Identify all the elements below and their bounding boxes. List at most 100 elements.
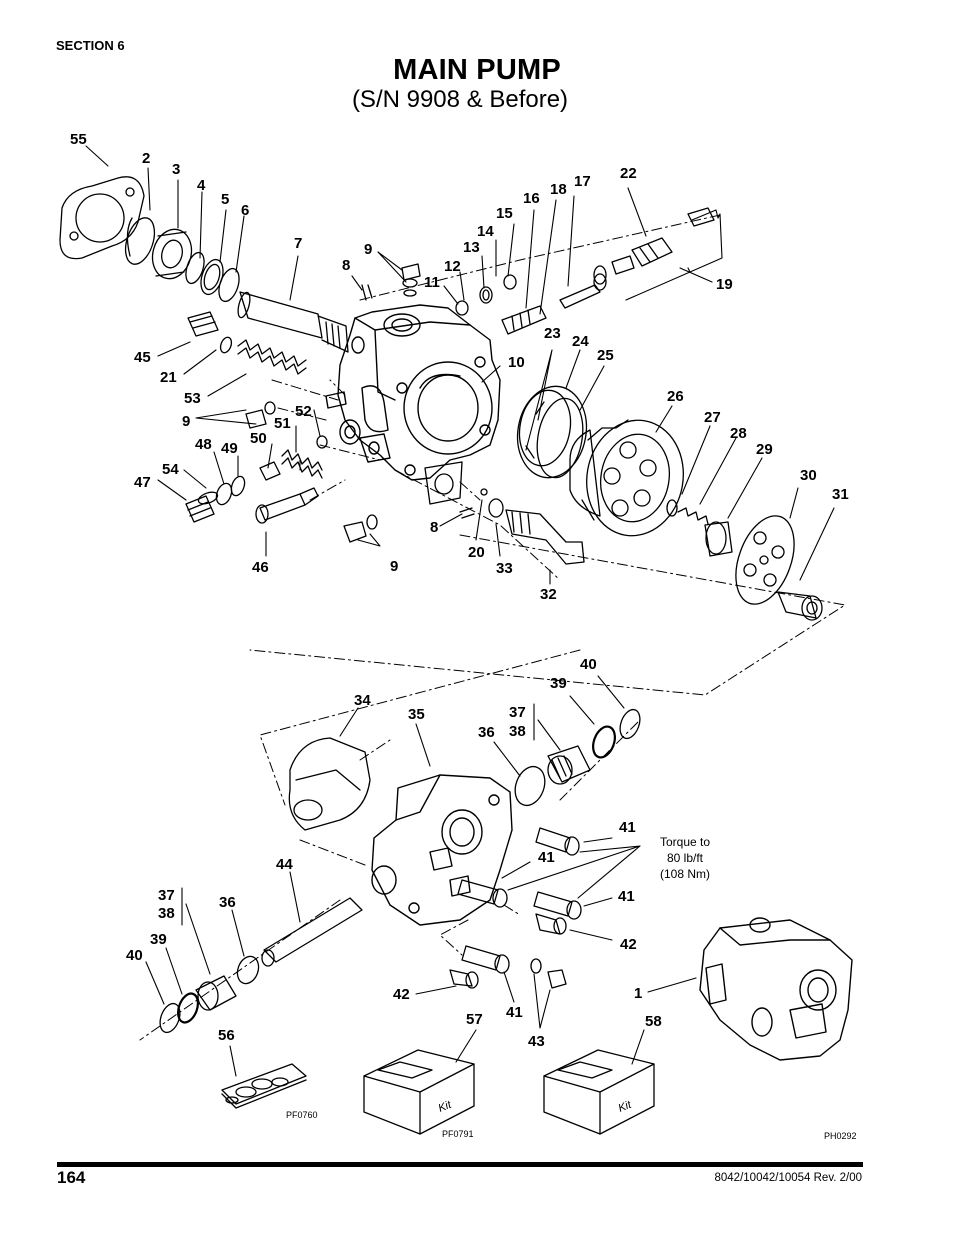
callout-47: 47 (134, 474, 151, 491)
bearing-lower (195, 975, 237, 1011)
callout-36-lower: 36 (219, 894, 236, 911)
callout-31: 31 (832, 486, 849, 503)
callout-50: 50 (250, 430, 267, 447)
callout-40-upper: 40 (580, 656, 597, 673)
shaft-32 (505, 509, 585, 565)
shoe-31 (777, 591, 823, 621)
page-number: 164 (57, 1168, 86, 1187)
callout-38-lower: 38 (158, 905, 175, 922)
callout-37-upper: 37 (509, 704, 526, 721)
revision-code: 8042/10042/10054 Rev. 2/00 (714, 1172, 863, 1184)
pin-44 (261, 897, 363, 967)
plug-9-top (401, 263, 421, 297)
callout-32: 32 (540, 586, 557, 603)
callout-8-lower: 8 (430, 519, 438, 536)
complete-pump-1 (699, 917, 853, 1061)
assembly-centerlines (139, 214, 846, 1041)
image-code-pf0791: PF0791 (442, 1129, 474, 1139)
callout-22: 22 (620, 165, 637, 182)
callout-54: 54 (162, 461, 179, 478)
port-plate (516, 385, 588, 479)
section-label: SECTION 6 (56, 38, 125, 53)
snap-ring (124, 217, 156, 265)
fitting-22 (593, 207, 715, 285)
callout-41-d: 41 (506, 1004, 523, 1021)
callout-9-left: 9 (182, 413, 190, 430)
callout-41-c: 41 (618, 888, 635, 905)
torque-note-line-1: Torque to (660, 835, 710, 849)
callout-18: 18 (550, 181, 567, 198)
callout-55: 55 (70, 131, 87, 148)
kit-box-57 (363, 1049, 475, 1135)
callout-56: 56 (218, 1027, 235, 1044)
cylinder-barrel (569, 419, 684, 537)
callout-39-upper: 39 (550, 675, 567, 692)
plug-9-bottom (343, 514, 378, 543)
callout-20: 20 (468, 544, 485, 561)
callout-9-top: 9 (364, 241, 372, 258)
callout-8: 8 (342, 257, 350, 274)
page-title: MAIN PUMP (393, 54, 561, 86)
spring-53 (237, 339, 307, 367)
callout-36-upper: 36 (478, 724, 495, 741)
end-cap-35 (371, 774, 513, 926)
callout-29: 29 (756, 441, 773, 458)
callout-1: 1 (634, 985, 642, 1002)
callout-35: 35 (408, 706, 425, 723)
callout-13: 13 (463, 239, 480, 256)
callout-34: 34 (354, 692, 371, 709)
callout-26: 26 (667, 388, 684, 405)
callout-39-lower: 39 (150, 931, 167, 948)
callout-15: 15 (496, 205, 513, 222)
callout-57: 57 (466, 1011, 483, 1028)
callout-2: 2 (142, 150, 150, 167)
callout-38-upper: 38 (509, 723, 526, 740)
callout-23: 23 (544, 325, 561, 342)
kit-label-58: Kit (617, 1098, 634, 1114)
callout-14: 14 (477, 223, 494, 240)
callout-21: 21 (160, 369, 177, 386)
callout-17: 17 (574, 173, 591, 190)
callout-49: 49 (221, 440, 238, 457)
callout-52: 52 (295, 403, 312, 420)
callout-48: 48 (195, 436, 212, 453)
callout-33: 33 (496, 560, 513, 577)
page-subtitle: (S/N 9908 & Before) (351, 86, 569, 113)
piston-29 (704, 521, 733, 557)
callout-25: 25 (597, 347, 614, 364)
callout-42-left: 42 (393, 986, 410, 1003)
callout-11: 11 (424, 274, 440, 291)
torque-note-line-2: 80 lb/ft (667, 851, 704, 865)
callout-43: 43 (528, 1033, 545, 1050)
callout-53: 53 (184, 390, 201, 407)
swash-plate-34 (288, 737, 371, 831)
valve-46 (255, 487, 319, 524)
callout-30: 30 (800, 467, 817, 484)
callout-10: 10 (508, 354, 525, 371)
callout-27: 27 (704, 409, 721, 426)
callout-19: 19 (716, 276, 733, 293)
callout-7: 7 (294, 235, 302, 252)
callout-41-a: 41 (619, 819, 636, 836)
callout-58: 58 (645, 1013, 662, 1030)
image-code-pf0760: PF0760 (286, 1110, 318, 1120)
callout-4: 4 (197, 177, 206, 194)
callout-51: 51 (274, 415, 291, 432)
callout-37-lower: 37 (158, 887, 175, 904)
cap-screws-41 (457, 827, 582, 974)
callout-9-bottom: 9 (390, 558, 398, 575)
torque-note-line-3: (108 Nm) (660, 867, 710, 881)
image-code-ph0292: PH0292 (824, 1131, 857, 1141)
callout-5: 5 (221, 191, 229, 208)
callout-44: 44 (276, 856, 293, 873)
kit-label-57: Kit (437, 1098, 454, 1114)
leader-lines (85, 145, 835, 1077)
kit-box-58 (543, 1049, 655, 1135)
callout-41-b: 41 (538, 849, 555, 866)
seal-kit-bag (221, 1063, 307, 1109)
plug-47 (185, 491, 219, 523)
callout-24: 24 (572, 333, 589, 350)
bearing-37-38 (547, 745, 591, 785)
plug-9-left (245, 401, 276, 429)
